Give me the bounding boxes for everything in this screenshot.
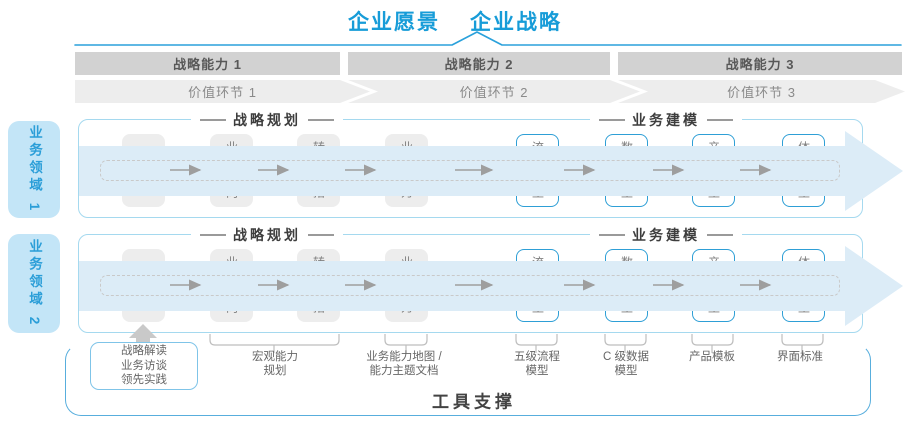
section-header-label: 业务建模 — [632, 112, 700, 128]
header-dash — [599, 234, 625, 236]
domain-label-2: 业务领域 2 — [8, 234, 60, 333]
pipeline-dashed-strip — [100, 275, 840, 296]
value-chevron-3: 价值环节 3 — [618, 80, 905, 103]
value-label: 价值环节 3 — [727, 85, 796, 100]
annotation-product-template: 产品模板 — [689, 350, 735, 364]
annotation-line: 规划 — [263, 365, 287, 378]
callout-line: 业务访谈 — [121, 359, 167, 372]
header-dash — [707, 119, 733, 121]
annotation-line: 产品模板 — [689, 351, 735, 363]
header-dash — [200, 119, 226, 121]
annotation-line: 能力主题文档 — [369, 365, 439, 378]
capability-label: 战略能力 1 — [173, 57, 242, 72]
tool-support-title: 工具支撑 — [432, 392, 516, 412]
section-header-modeling: 业务建模 — [590, 225, 742, 245]
annotation-macro-capability: 宏观能力 规划 — [252, 350, 298, 379]
pipeline-dashed-strip — [100, 160, 840, 181]
value-chevron-2: 价值环节 2 — [348, 80, 640, 103]
header-dash — [308, 234, 334, 236]
section-header-label: 业务建模 — [632, 227, 700, 243]
strategy-input-callout: 战略解读 业务访谈 领先实践 — [90, 342, 198, 390]
annotation-ui-standard: 界面标准 — [777, 350, 823, 364]
header-dash — [707, 234, 733, 236]
header-dash — [308, 119, 334, 121]
enterprise-strategy-title: 企业战略 — [470, 11, 562, 34]
capability-segment-3: 战略能力 3 — [618, 52, 902, 75]
annotation-data-model: C 级数据 模型 — [603, 350, 649, 379]
annotation-line: 界面标准 — [777, 351, 823, 363]
annotation-line: 业务能力地图 / — [366, 351, 442, 363]
enterprise-vision-title: 企业愿景 — [348, 11, 440, 34]
section-header-label: 战略规划 — [233, 227, 301, 243]
annotation-process-model: 五级流程 模型 — [514, 350, 560, 379]
section-header-planning: 战略规划 — [191, 225, 343, 245]
capability-label: 战略能力 3 — [725, 57, 795, 72]
value-label: 价值环节 1 — [188, 85, 257, 100]
value-label: 价值环节 2 — [459, 85, 529, 100]
header-dash — [200, 234, 226, 236]
annotation-line: 五级流程 — [514, 351, 560, 363]
annotation-line: 宏观能力 — [252, 351, 298, 363]
tool-support-container — [65, 344, 871, 416]
value-chevron-1: 价值环节 1 — [75, 80, 370, 103]
callout-line: 领先实践 — [121, 374, 167, 387]
annotation-line: 模型 — [614, 365, 638, 378]
capability-label: 战略能力 2 — [444, 57, 514, 72]
annotation-line: C 级数据 — [603, 351, 649, 363]
section-header-modeling: 业务建模 — [590, 110, 742, 130]
capability-segment-2: 战略能力 2 — [348, 52, 610, 75]
domain-label-1: 业务领域 1 — [8, 121, 60, 218]
callout-line: 战略解读 — [121, 344, 167, 357]
capability-segment-1: 战略能力 1 — [75, 52, 340, 75]
section-header-planning: 战略规划 — [191, 110, 343, 130]
annotation-capability-map: 业务能力地图 / 能力主题文档 — [366, 350, 441, 379]
section-header-label: 战略规划 — [233, 112, 301, 128]
top-titles: 企业愿景 企业战略 — [0, 6, 910, 36]
header-dash — [599, 119, 625, 121]
annotation-line: 模型 — [525, 365, 549, 378]
